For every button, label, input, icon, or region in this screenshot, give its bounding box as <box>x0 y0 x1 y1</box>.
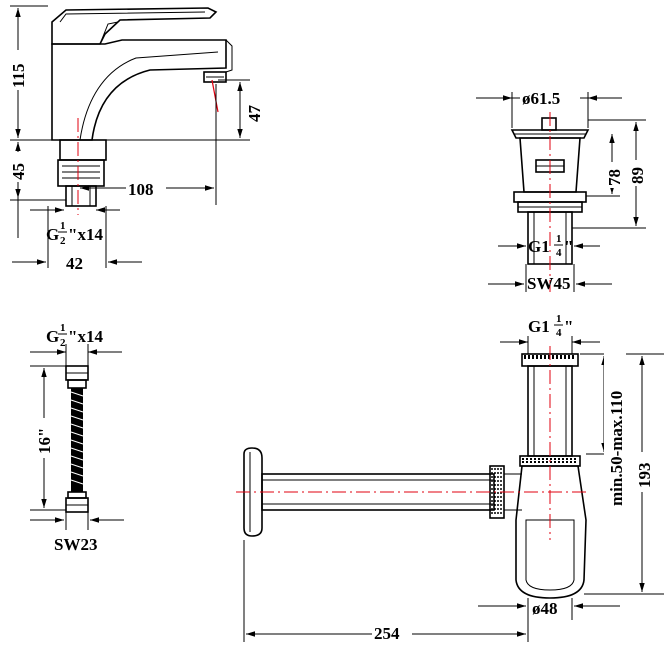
dim-42: 42 <box>66 254 83 273</box>
dim-89: 89 <box>628 167 647 184</box>
dim-78: 78 <box>605 169 624 186</box>
faucet-body <box>51 39 227 141</box>
drain-sw45: SW45 <box>527 274 570 293</box>
faucet-thread-g: G <box>46 225 59 244</box>
hose-thread-suffix: "x14 <box>68 327 103 346</box>
faucet-thread-den: 2 <box>60 235 66 247</box>
hose-thread-g: G <box>46 327 59 346</box>
hose-sw23: SW23 <box>54 535 97 554</box>
siphon-thread-suffix: " <box>564 317 573 336</box>
drain-valve-drawing: ø61.5 78 89 G1 1 <box>476 89 647 293</box>
dim-47: 47 <box>245 105 264 123</box>
wall-flange <box>243 447 263 537</box>
faucet-thread-num: 1 <box>60 220 66 232</box>
siphon-thread-den: 4 <box>556 327 562 339</box>
siphon-thread-num: 1 <box>556 313 562 325</box>
faucet-aerator <box>203 71 227 83</box>
hose-drawing: G 1 2 "x14 16" SW23 <box>30 322 124 554</box>
siphon-drawing: G1 1 4 " <box>236 313 664 643</box>
drain-thread-suffix: " <box>564 237 573 256</box>
dim-45: 45 <box>9 163 28 180</box>
siphon-thread-g: G1 <box>528 317 550 336</box>
hose-thread-den: 2 <box>60 337 66 349</box>
faucet-thread-suffix: "x14 <box>68 225 103 244</box>
spout-flow-line <box>211 79 219 113</box>
siphon-min-max: min.50-max.110 <box>607 391 626 506</box>
hose-thread-num: 1 <box>60 322 66 334</box>
braided-hose <box>71 388 83 492</box>
faucet-drawing: 115 45 47 108 G 1 2 "x14 42 <box>8 5 264 273</box>
dim-dia-48: ø48 <box>532 599 558 618</box>
drain-thread-g: G1 <box>528 237 550 256</box>
dim-254: 254 <box>374 624 400 643</box>
drain-thread-num: 1 <box>556 233 562 245</box>
dim-dia-61-5: ø61.5 <box>522 89 560 108</box>
hose-length-16: 16" <box>35 428 54 454</box>
dim-108: 108 <box>128 180 154 199</box>
dim-115: 115 <box>9 63 28 88</box>
siphon-bottle <box>515 465 587 599</box>
dim-193: 193 <box>635 463 654 489</box>
drain-thread-den: 4 <box>556 247 562 259</box>
